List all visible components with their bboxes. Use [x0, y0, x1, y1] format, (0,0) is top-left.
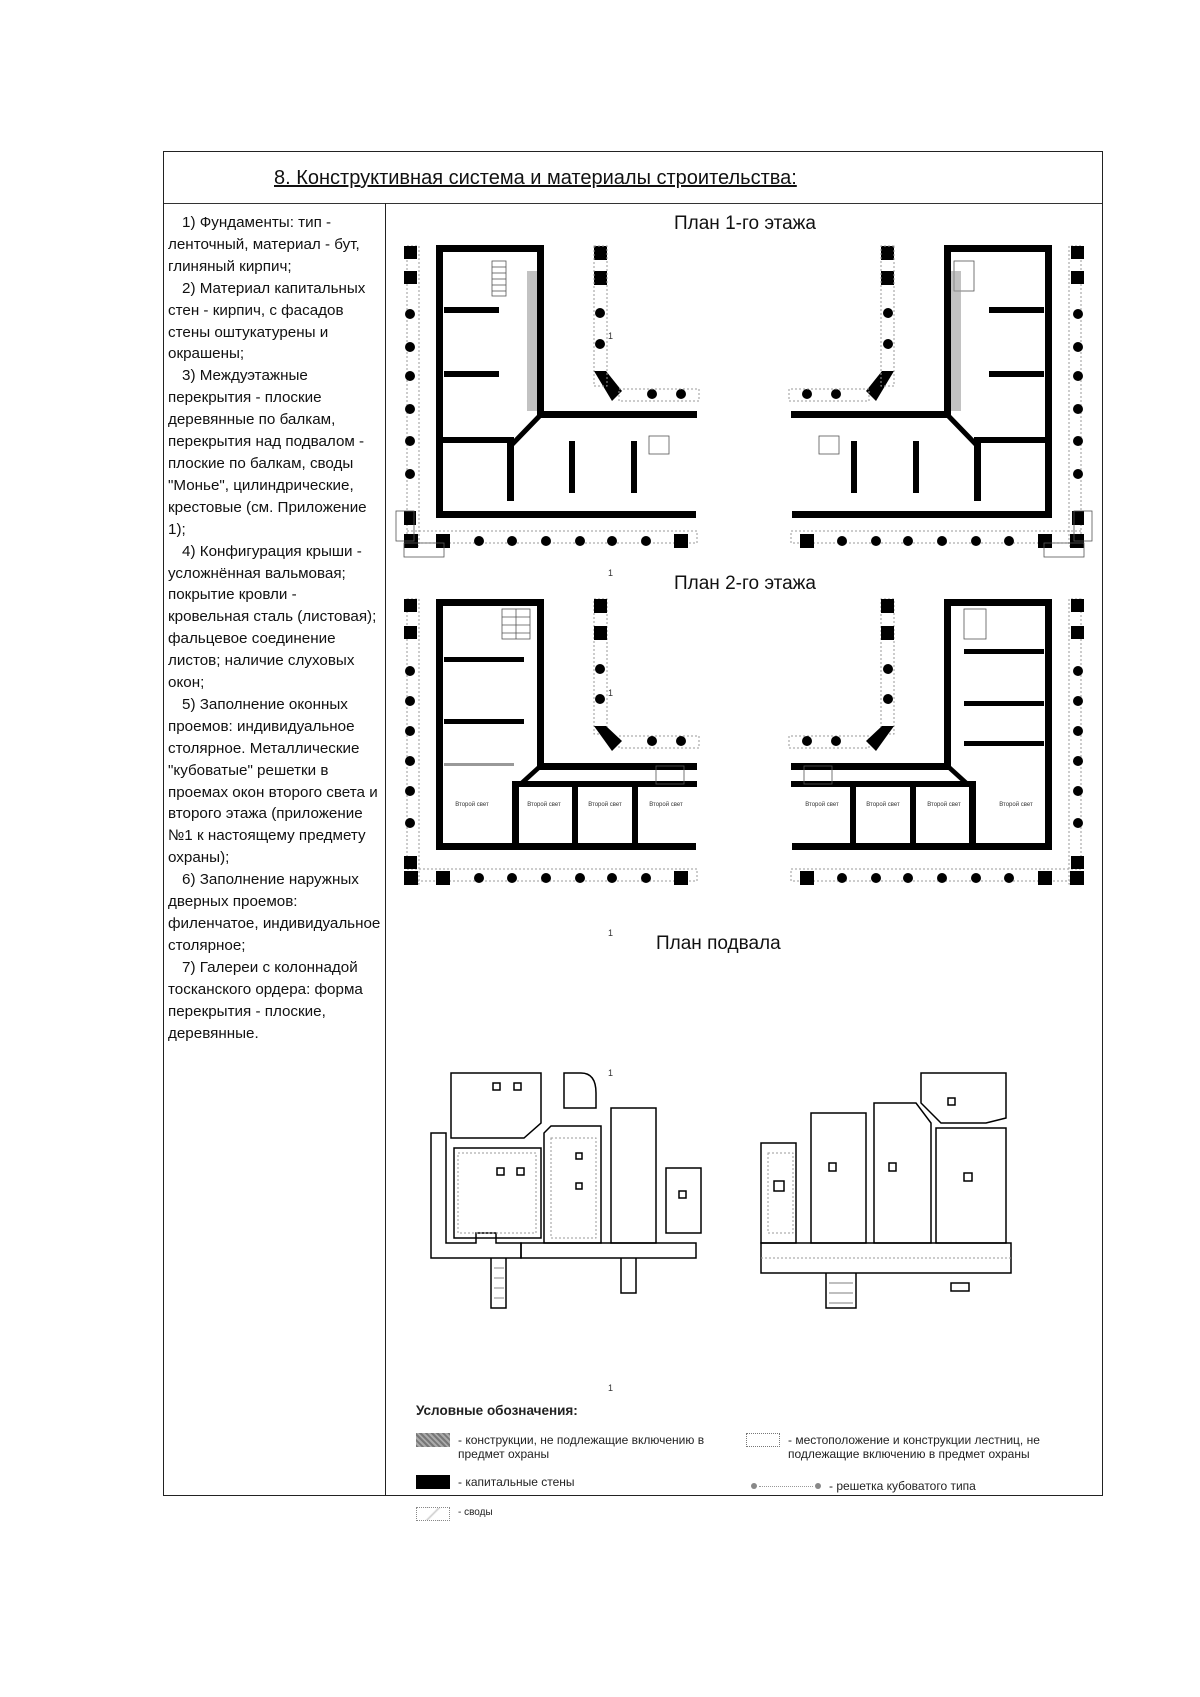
section-title: 8. Конструктивная система и материалы ст…	[274, 167, 797, 189]
svg-text:Второй свет: Второй свет	[649, 801, 683, 808]
section-marker: 1	[608, 928, 614, 938]
legend-title: Условные обозначения:	[416, 1403, 578, 1418]
section-marker: 1	[608, 331, 614, 341]
section-marker: 1	[608, 1383, 614, 1393]
basement-plan-title: План подвала	[656, 933, 781, 954]
floor2-plan-title: План 2-го этажа	[674, 573, 816, 594]
plans-column: План 1-го этажа	[386, 203, 1102, 1521]
svg-text:Второй свет: Второй свет	[805, 801, 839, 808]
item-roof: 4) Конфигурация крыши - усложнённая валь…	[168, 542, 377, 692]
item-foundations: 1) Фундаменты: тип - ленточный, материал…	[168, 214, 360, 275]
dotted-line-swatch-icon	[751, 1479, 821, 1493]
floor2-plan-drawing: Второй свет Второй свет Второй свет Втор…	[404, 598, 1084, 885]
basement-plan-drawing	[430, 1072, 1012, 1309]
svg-text:Второй свет: Второй свет	[527, 801, 561, 808]
legend-item-capital-walls: - капитальные стены	[416, 1475, 716, 1489]
gray-hatch-swatch-icon	[416, 1433, 450, 1447]
svg-text:Второй свет: Второй свет	[455, 801, 489, 808]
section-header: 8. Конструктивная система и материалы ст…	[164, 152, 1102, 204]
item-wall-material: 2) Материал капитальных стен - кирпич, с…	[168, 279, 366, 363]
section-marker: 1	[608, 568, 614, 578]
floor1-plan-title: План 1-го этажа	[674, 213, 816, 234]
legend: Условные обозначения: - конструкции, не …	[416, 1403, 1106, 1521]
svg-text:Второй свет: Второй свет	[927, 801, 961, 808]
outline-swatch-icon	[746, 1433, 780, 1447]
document-sheet: 8. Конструктивная система и материалы ст…	[163, 151, 1103, 1521]
legend-item-stairs: - местоположение и конструкции лестниц, …	[746, 1433, 1076, 1461]
item-doors: 6) Заполнение наружных дверных проемов: …	[168, 871, 381, 954]
materials-description-column: 1) Фундаменты: тип - ленточный, материал…	[164, 203, 386, 1495]
section-marker: 1	[608, 688, 614, 698]
section-marker: 1	[608, 1068, 614, 1078]
legend-item-grille: - решетка кубоватого типа	[751, 1479, 1051, 1493]
svg-text:Второй свет: Второй свет	[866, 801, 900, 808]
vault-swatch-icon	[416, 1507, 450, 1521]
black-swatch-icon	[416, 1475, 450, 1489]
item-windows: 5) Заполнение оконных проемов: индивидуа…	[168, 695, 378, 867]
floor1-plan-drawing	[395, 245, 1093, 558]
svg-text:Второй свет: Второй свет	[999, 801, 1033, 808]
legend-item-non-protected: - конструкции, не подлежащие включению в…	[416, 1433, 716, 1461]
item-floors: 3) Междуэтажные перекрытия - плоские дер…	[168, 367, 367, 538]
item-galleries: 7) Галереи с колоннадой тосканского орде…	[168, 958, 363, 1042]
legend-item-vaults: - своды	[416, 1507, 716, 1521]
svg-text:Второй свет: Второй свет	[588, 801, 622, 808]
